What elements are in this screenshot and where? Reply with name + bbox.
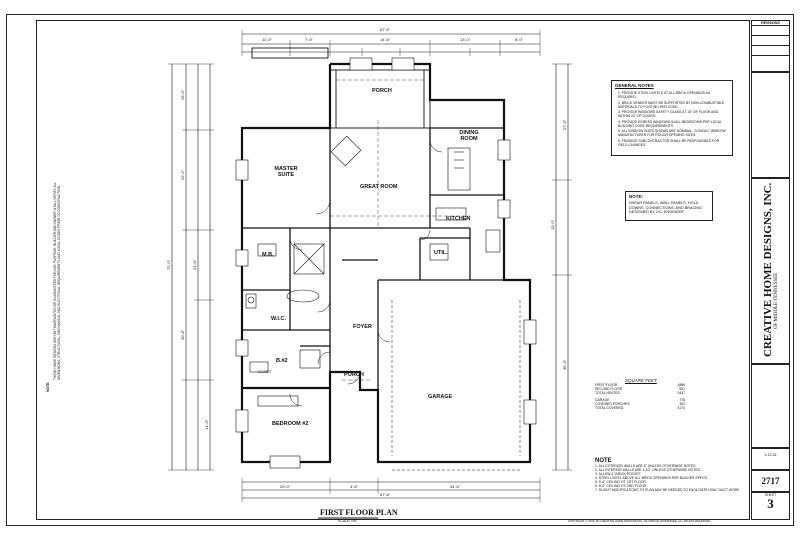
area-row: GARAGE 776 <box>595 398 685 402</box>
svg-text:36'-4": 36'-4" <box>562 359 567 370</box>
room-bedroom-2: BEDROOM #2 <box>272 421 309 427</box>
svg-text:8'-0": 8'-0" <box>515 37 524 42</box>
company-name: CREATIVE HOME DESIGNS, INC. <box>762 182 774 357</box>
area-label: TOTAL COVERED <box>595 406 624 411</box>
construction-note-line: 1. ALL EXTERIOR WALLS ARE 6" UNLESS OTHE… <box>595 464 697 469</box>
plan-scale: SCALE: 1/8" <box>338 519 357 523</box>
general-note-line: 5. ALL WINDOW SIZES SHOWN ARE NOMINAL. C… <box>618 129 726 137</box>
date-block: 4-13-18 <box>751 448 790 470</box>
shear-note-box: NOTE: SHEAR PANELS, WALL PANELS, HOLD DO… <box>625 191 713 221</box>
company-subtitle: OF MIDDLE TENNESSEE <box>774 272 779 329</box>
room-kitchen: KITCHEN <box>446 216 471 222</box>
general-note-line: 6. FRAMING SUBCONTRACTOR SHALL BE RESPON… <box>618 138 720 147</box>
general-note-line: 2. BRICK VENEER MUST BE SUPPORTED BY NON… <box>618 100 725 109</box>
room-porch-top: PORCH <box>372 88 392 94</box>
sheet-label: SHEET <box>764 493 777 497</box>
general-notes-list: 1. PROVIDE STEEL LINTELS AT ALL BRICK OP… <box>618 91 728 147</box>
area-row: FIRST FLOOR 1886 <box>595 383 685 387</box>
construction-note-line: 2. ALL INTERIOR WALLS ARE 4 1/2" UNLESS … <box>595 468 702 473</box>
room-closet: CLOSET <box>258 370 272 374</box>
sheet-border-outer <box>6 14 794 526</box>
general-notes-box: GENERAL NOTES 1. PROVIDE STEEL LINTELS A… <box>611 80 733 156</box>
plan-title: FIRST FLOOR PLAN <box>320 508 398 517</box>
sheet-number-block: SHEET 3 <box>751 492 790 520</box>
svg-text:13'-0": 13'-0" <box>550 219 555 230</box>
plan-number-block: 2717 <box>751 470 790 492</box>
room-master-suite: MASTER SUITE <box>274 166 298 178</box>
svg-text:7'-0": 7'-0" <box>305 37 314 42</box>
sheet-number: 3 <box>767 496 774 511</box>
designer-cert-block <box>751 72 790 178</box>
designer-cert-text <box>756 77 786 173</box>
general-note-line: 1. PROVIDE STEEL LINTELS AT ALL BRICK OP… <box>618 91 711 99</box>
room-dining-room: DINING ROOM <box>459 130 479 142</box>
area-label: TOTAL HEATED <box>595 391 620 396</box>
shear-note-text: SHEAR PANELS, WALL PANELS, HOLD DOWNS, C… <box>629 201 702 215</box>
plan-number: 2717 <box>761 476 780 486</box>
svg-text:67'-6": 67'-6" <box>380 27 391 32</box>
area-value: 4174 <box>677 406 685 411</box>
area-value: 551 <box>679 387 685 392</box>
general-note-line: 3. PROVIDE WINDOWS SAFETY GLASS AT 18" O… <box>618 110 719 118</box>
svg-text:24'-0": 24'-0" <box>192 259 197 270</box>
revisions-block: REVISIONS <box>751 20 790 72</box>
room-foyer: FOYER <box>353 324 372 330</box>
general-note-line: 4. PROVIDE EGRESS WINDOWS IN ALL BEDROOM… <box>618 119 722 128</box>
svg-text:15'-0": 15'-0" <box>180 89 185 100</box>
svg-text:30'-8": 30'-8" <box>180 329 185 340</box>
svg-text:27'-4": 27'-4" <box>562 119 567 130</box>
general-notes-title: GENERAL NOTES <box>615 83 654 88</box>
svg-text:20'-0": 20'-0" <box>280 484 291 489</box>
copyright-line: COPYRIGHT © 2016, BY CREATIVE HOME DESIG… <box>568 519 711 523</box>
room-wic: W.I.C. <box>271 316 286 322</box>
area-label: GARAGE <box>595 398 610 403</box>
area-label: FIRST FLOOR <box>595 383 618 388</box>
area-value: 2437 <box>677 391 685 396</box>
construction-note-line: 5. 9'-0" CEILING HT. 1ST FLOOR <box>595 480 646 485</box>
shear-note-label: NOTE: <box>629 194 643 199</box>
room-bath-2: B.#2 <box>276 358 288 364</box>
room-master-bath: M.B. <box>262 252 274 258</box>
area-schedule-title: SQUARE FEET <box>625 378 657 383</box>
plan-date: 4-13-18 <box>764 453 777 457</box>
room-util: UTIL. <box>434 250 448 256</box>
construction-note-line: 3. ALLOW 4" BRICK POCKET. <box>595 472 642 477</box>
sheet-border-inner <box>36 20 750 520</box>
room-porch-front: PORCH <box>344 372 364 378</box>
svg-text:14'-0": 14'-0" <box>204 419 209 430</box>
area-row: TOTAL HEATED 2437 <box>595 391 685 395</box>
area-value: 776 <box>679 398 685 403</box>
revisions-label: REVISIONS <box>752 21 789 26</box>
area-value: 362 <box>679 402 685 407</box>
construction-note-line: 6. 8'-0" CEILING HT. 2ND FLOOR <box>595 484 647 489</box>
svg-text:34'-6": 34'-6" <box>450 484 461 489</box>
area-value: 1886 <box>677 383 685 388</box>
svg-text:67'-6": 67'-6" <box>380 492 391 497</box>
area-label: SECOND FLOOR <box>595 387 623 392</box>
area-schedule: SQUARE FEET FIRST FLOOR 1886 SECOND FLOOR… <box>595 378 685 410</box>
legal-block <box>751 364 790 448</box>
svg-text:13'-0": 13'-0" <box>460 37 471 42</box>
construction-note-line: 4. STEEL LINTEL ABOVE ALL BRICK OPENINGS… <box>595 476 708 481</box>
construction-notes-title: NOTE <box>595 458 612 464</box>
room-great-room: GREAT ROOM <box>360 184 398 190</box>
construction-notes: NOTE 1. ALL EXTERIOR WALLS ARE 6" UNLESS… <box>595 458 743 493</box>
area-row: SECOND FLOOR 551 <box>595 387 685 391</box>
svg-text:72'-0": 72'-0" <box>166 259 171 270</box>
area-label: COVERED PORCHES <box>595 402 630 407</box>
construction-note-line: 7. SLIGHT MODIFICATIONS TO PLAN MAY BE N… <box>595 488 740 493</box>
area-row: TOTAL COVERED 4174 <box>595 406 685 410</box>
room-garage: GARAGE <box>428 394 453 400</box>
svg-text:14'-6": 14'-6" <box>380 37 391 42</box>
area-row: COVERED PORCHES 362 <box>595 402 685 406</box>
svg-text:4'-6": 4'-6" <box>350 484 359 489</box>
svg-text:22'-2": 22'-2" <box>180 169 185 180</box>
company-block: CREATIVE HOME DESIGNS, INC. OF MIDDLE TE… <box>751 178 790 364</box>
svg-text:11'-0": 11'-0" <box>262 37 272 42</box>
